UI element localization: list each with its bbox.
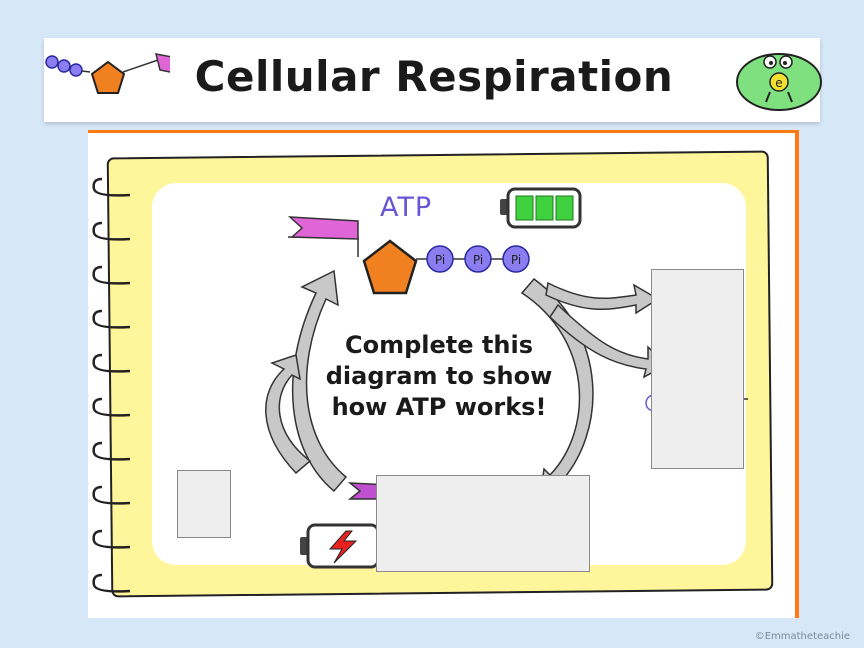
title-bar: Cellular Respiration e (44, 38, 822, 122)
atp-label: ATP (380, 192, 433, 223)
instruction-text: Complete this diagram to show how ATP wo… (325, 331, 553, 421)
left-lower-arrow (265, 354, 312, 475)
output-arrow-upper (545, 281, 660, 315)
low-battery-icon (300, 523, 380, 569)
atp-molecule: Pi Pi Pi (287, 216, 530, 295)
phosphate-label: Pi (511, 253, 521, 267)
notepad-spiral (92, 177, 131, 593)
page-title: Cellular Respiration (194, 52, 674, 101)
pentagon-icon (362, 239, 418, 295)
full-battery-icon (500, 187, 582, 229)
left-upper-arrow (291, 269, 348, 493)
answer-box-right[interactable] (651, 269, 744, 469)
mascot-icon: e (736, 53, 822, 111)
pink-ribbon-icon (287, 216, 359, 240)
answer-box-left[interactable] (177, 470, 231, 538)
phosphate-label: Pi (473, 253, 483, 267)
molecule-chain-icon (45, 53, 170, 94)
diagram-slide: Pi Pi Pi (88, 130, 799, 618)
copyright-credit: ©Emmatheteachie (754, 631, 850, 642)
phosphate-label: Pi (435, 253, 445, 267)
answer-box-bottom[interactable] (376, 475, 590, 572)
diagram-canvas: Pi Pi Pi (92, 150, 774, 598)
svg-text:e: e (775, 76, 782, 90)
